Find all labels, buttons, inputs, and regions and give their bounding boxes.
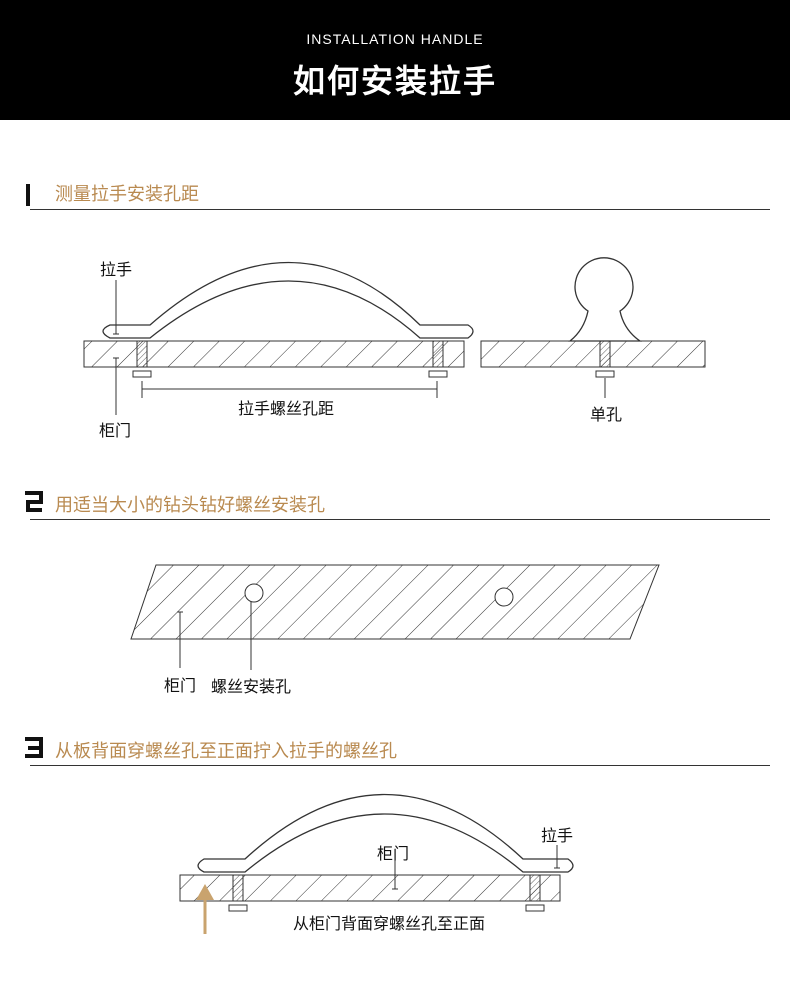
- step-number-1: [23, 182, 31, 213]
- step-1-screw-left: [136, 340, 148, 368]
- step-1-knob: [568, 257, 643, 342]
- step-1-screw-right: [432, 340, 444, 368]
- step-2-hole-left: [244, 583, 264, 603]
- header-banner: INSTALLATION HANDLE 如何安装拉手: [0, 0, 790, 120]
- step-3-marker-icon: [25, 737, 43, 758]
- step-1-label-door: 柜门: [99, 421, 132, 440]
- step-3-label-through: 从柜门背面穿螺丝孔至正面: [293, 914, 486, 933]
- step-3-divider: [30, 765, 770, 766]
- step-2-label-door: 柜门: [164, 676, 197, 695]
- step-1-handle: [102, 262, 474, 339]
- step-2-label-screw-hole: 螺丝安装孔: [211, 677, 292, 696]
- step-2-marker-icon: [25, 491, 43, 512]
- step-2-title: 用适当大小的钻头钻好螺丝安装孔: [55, 495, 325, 516]
- step-2-divider: [30, 519, 770, 520]
- step-1-label-handle: 拉手: [100, 260, 133, 279]
- header-title: 如何安装拉手: [292, 62, 497, 100]
- step-2-door-board: [130, 564, 660, 640]
- step-1-marker-icon: [26, 184, 30, 206]
- step-1-label-hole-distance: 拉手螺丝孔距: [238, 399, 335, 418]
- step-number-3: [23, 736, 45, 765]
- up-arrow-icon: [196, 884, 214, 934]
- step-3-label-handle: 拉手: [541, 826, 574, 845]
- step-number-2: [23, 490, 45, 519]
- header-subtitle: INSTALLATION HANDLE: [306, 31, 484, 47]
- step-2-board-diagram: [130, 564, 660, 670]
- step-3-title: 从板背面穿螺丝孔至正面拧入拉手的螺丝孔: [55, 741, 397, 762]
- step-1-label-single-hole: 单孔: [590, 405, 623, 424]
- step-1-knob-diagram: [480, 257, 706, 398]
- step-3-install-diagram: [179, 794, 574, 934]
- step-1-knob-board: [480, 340, 706, 368]
- step-3-label-door: 柜门: [377, 844, 410, 863]
- step-1-title: 测量拉手安装孔距: [55, 184, 199, 205]
- step-3-handle: [197, 794, 574, 873]
- step-1-divider: [30, 209, 770, 210]
- step-2-hole-right: [494, 587, 514, 607]
- step-1-handle-diagram: [83, 262, 474, 415]
